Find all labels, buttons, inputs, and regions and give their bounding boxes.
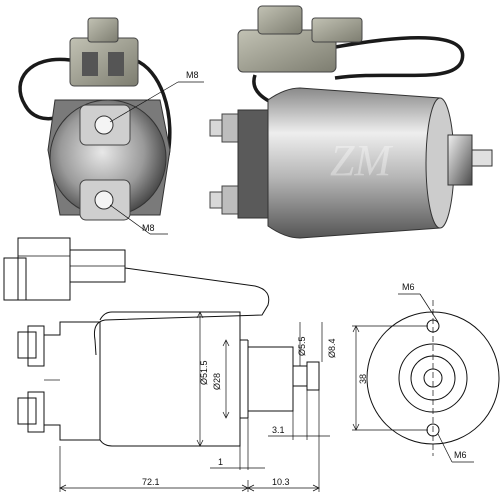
leader-line [419,293,439,323]
dim-hole-spacing: 38 [358,374,368,384]
drawing-body [99,311,241,447]
wire [134,58,172,156]
drawing-nut-bottom [27,391,45,433]
dim-plunger-offset: 3.1 [272,425,285,435]
dim-arrows [222,339,230,419]
label-m6-top: M6 [402,282,415,292]
label-m8-bottom: M8 [142,223,155,233]
leader-line [437,433,453,463]
terminal-nut-top [221,113,241,143]
terminal-stud-top [94,115,114,135]
drawing-terminal-bottom [17,397,37,425]
dim-shaft-diameter: Ø5.5 [297,336,307,356]
dim-arrows [196,311,204,447]
plunger-tip [471,149,493,167]
connector-pin [82,52,98,76]
end-view-photo: M8 M8 [18,17,204,235]
connector-body [311,17,363,43]
label-m8-top: M8 [186,70,199,80]
dim-flange-gap: 1 [218,457,223,467]
wire [329,36,465,80]
dim-tip-diameter: Ø8.4 [327,338,337,358]
drawing-nut-top [27,325,45,367]
drawing-shaft [292,365,308,387]
terminal-stud-bottom [94,190,114,210]
leader-line [109,81,179,123]
terminal-cap [237,109,269,219]
connector-plug [69,37,139,87]
watermark-logo: ZM [330,136,393,185]
dim-body-length: 72.1 [142,477,160,487]
connector-pin [108,52,124,76]
drawing-wire [94,267,270,356]
dim-arrows [352,325,360,431]
drawing-plunger [247,346,294,412]
leader-line [109,204,151,235]
side-view-drawing: Ø51.5 Ø28 Ø5.5 Ø8.4 3.1 1 72.1 10.3 [3,237,337,492]
drawing-connector-latch [3,257,27,301]
drawing-tip [306,361,320,391]
dim-plunger-diameter: Ø28 [212,373,222,390]
label-m6-bottom: M6 [454,450,467,460]
dim-plunger-extension: 10.3 [272,477,290,487]
drawing-terminal-cap [44,321,101,441]
connector-latch [257,5,303,35]
side-view-photo: ZM [209,5,493,239]
end-view-drawing: M6 M6 38 [352,282,500,463]
connector-latch [87,17,119,43]
terminal-nut-bottom [221,185,241,215]
wire [18,57,71,121]
drawing-terminal-top [17,331,37,359]
plunger [447,134,473,186]
dim-body-diameter: Ø51.5 [199,360,209,385]
